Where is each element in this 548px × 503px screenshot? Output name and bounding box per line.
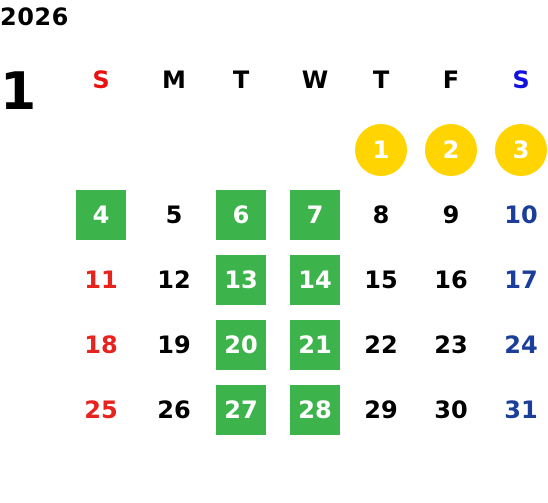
day-cell[interactable]: 7	[290, 190, 340, 240]
day-cell[interactable]: 17	[504, 266, 538, 294]
day-cell[interactable]: 19	[157, 331, 191, 359]
day-cell[interactable]: 11	[84, 266, 118, 294]
day-cell[interactable]: 18	[84, 331, 118, 359]
weekday-fri: F	[442, 66, 460, 94]
day-cell[interactable]: 22	[364, 331, 398, 359]
day-cell[interactable]: 31	[504, 396, 538, 424]
day-cell[interactable]: 3	[495, 124, 547, 176]
weekday-sat: S	[512, 66, 530, 94]
day-cell[interactable]: 10	[504, 201, 538, 229]
day-cell[interactable]: 1	[355, 124, 407, 176]
day-cell[interactable]: 23	[434, 331, 468, 359]
day-cell[interactable]: 27	[216, 385, 266, 435]
month-label: 1	[0, 62, 37, 122]
day-cell[interactable]: 24	[504, 331, 538, 359]
day-cell[interactable]: 2	[425, 124, 477, 176]
weekday-thu: T	[372, 66, 390, 94]
day-cell[interactable]: 21	[290, 320, 340, 370]
day-cell[interactable]: 16	[434, 266, 468, 294]
day-cell[interactable]: 29	[364, 396, 398, 424]
day-cell[interactable]: 30	[434, 396, 468, 424]
day-cell[interactable]: 14	[290, 255, 340, 305]
day-cell[interactable]: 9	[442, 201, 460, 229]
weekday-wed: W	[301, 66, 329, 94]
day-cell[interactable]: 15	[364, 266, 398, 294]
day-cell[interactable]: 26	[157, 396, 191, 424]
day-cell[interactable]: 20	[216, 320, 266, 370]
day-cell[interactable]: 28	[290, 385, 340, 435]
day-cell[interactable]: 4	[76, 190, 126, 240]
day-cell[interactable]: 12	[157, 266, 191, 294]
day-cell[interactable]: 25	[84, 396, 118, 424]
day-cell[interactable]: 5	[165, 201, 183, 229]
weekday-tue: T	[232, 66, 250, 94]
weekday-sun: S	[92, 66, 110, 94]
day-cell[interactable]: 8	[372, 201, 390, 229]
weekday-mon: M	[162, 66, 186, 94]
year-label: 2026	[0, 3, 69, 31]
day-cell[interactable]: 13	[216, 255, 266, 305]
day-cell[interactable]: 6	[216, 190, 266, 240]
